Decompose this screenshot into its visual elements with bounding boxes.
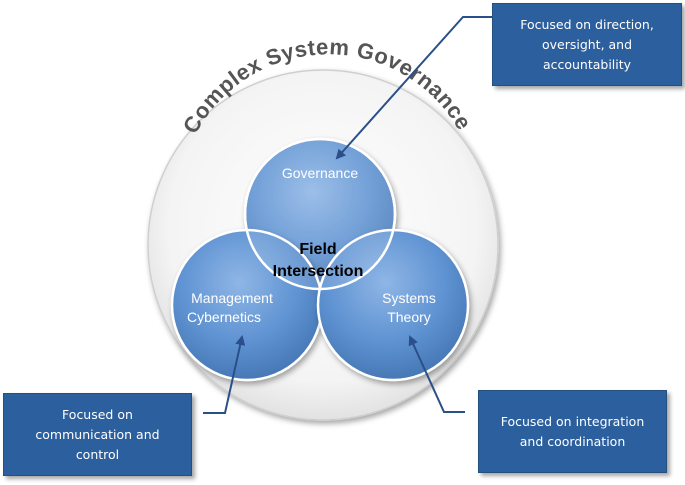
center-label-line1: Field [299, 241, 336, 258]
arrow-right [408, 335, 465, 413]
governance-outline [243, 137, 397, 291]
callout-left-line2: communication and [35, 426, 160, 442]
governance-label: Governance [282, 165, 358, 181]
management-label-line1: Management [191, 290, 273, 306]
callout-left-line3: control [75, 446, 120, 462]
callout-right-line1: Focused on integration [500, 413, 645, 429]
systems-label-line2: Theory [387, 309, 431, 325]
callout-left-line1: Focused on [62, 406, 133, 422]
callout-integration-coordination: Focused on integration and coordination [478, 390, 667, 473]
callout-top-line1: Focused on direction, [520, 16, 654, 32]
callout-communication-control: Focused on communication and control [3, 393, 192, 476]
center-label-line2: Intersection [273, 263, 364, 280]
callout-top-line2: oversight, and [541, 36, 633, 52]
callout-top-line3: accountability [542, 56, 632, 72]
management-label-line2: Cybernetics [187, 309, 261, 325]
callout-direction-oversight: Focused on direction, oversight, and acc… [492, 3, 682, 86]
callout-right-line2: and coordination [519, 433, 626, 449]
arrow-top [335, 16, 492, 160]
systems-label-line1: Systems [382, 290, 436, 306]
arrow-left [203, 335, 246, 414]
